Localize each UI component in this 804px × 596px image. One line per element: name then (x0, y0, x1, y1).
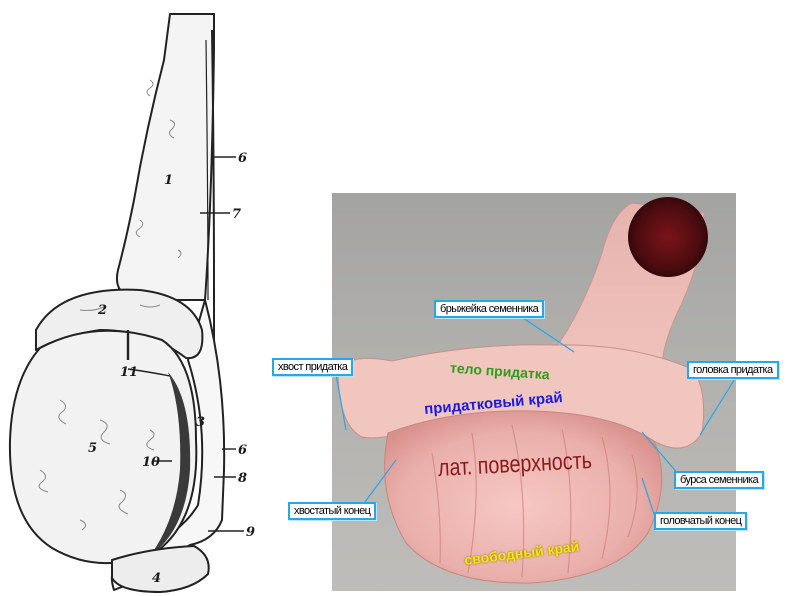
callout-epididymis-tail: хвост придатка (272, 358, 353, 376)
drawing-outlines (10, 14, 244, 592)
cut-stump (628, 197, 708, 277)
label-7: 7 (232, 207, 241, 222)
label-2: 2 (97, 303, 107, 318)
label-8: 8 (238, 471, 247, 486)
callout-capitate-end: головчатый конец (654, 512, 747, 530)
label-4: 4 (152, 571, 161, 586)
label-6-bottom: 6 (238, 443, 247, 458)
label-1: 1 (164, 173, 173, 188)
label-3: 3 (196, 415, 205, 430)
label-5: 5 (88, 441, 97, 456)
label-6-top: 6 (238, 151, 247, 166)
specimen-photo-panel: тело придатка придатковый край лат. пове… (332, 193, 736, 591)
label-11: 11 (120, 365, 138, 380)
callout-mesorchium: брыжейка семенника (434, 300, 544, 318)
label-9: 9 (246, 525, 255, 540)
callout-epididymis-head: головка придатка (687, 361, 779, 379)
callout-testicular-bursa: бурса семенника (674, 471, 764, 489)
testis-line-drawing: 1 2 3 4 5 6 6 7 8 9 10 11 (0, 0, 330, 596)
callout-caudal-end: хвостатый конец (288, 502, 376, 520)
spermatic-cord-outline (117, 14, 214, 300)
label-10: 10 (142, 455, 160, 470)
